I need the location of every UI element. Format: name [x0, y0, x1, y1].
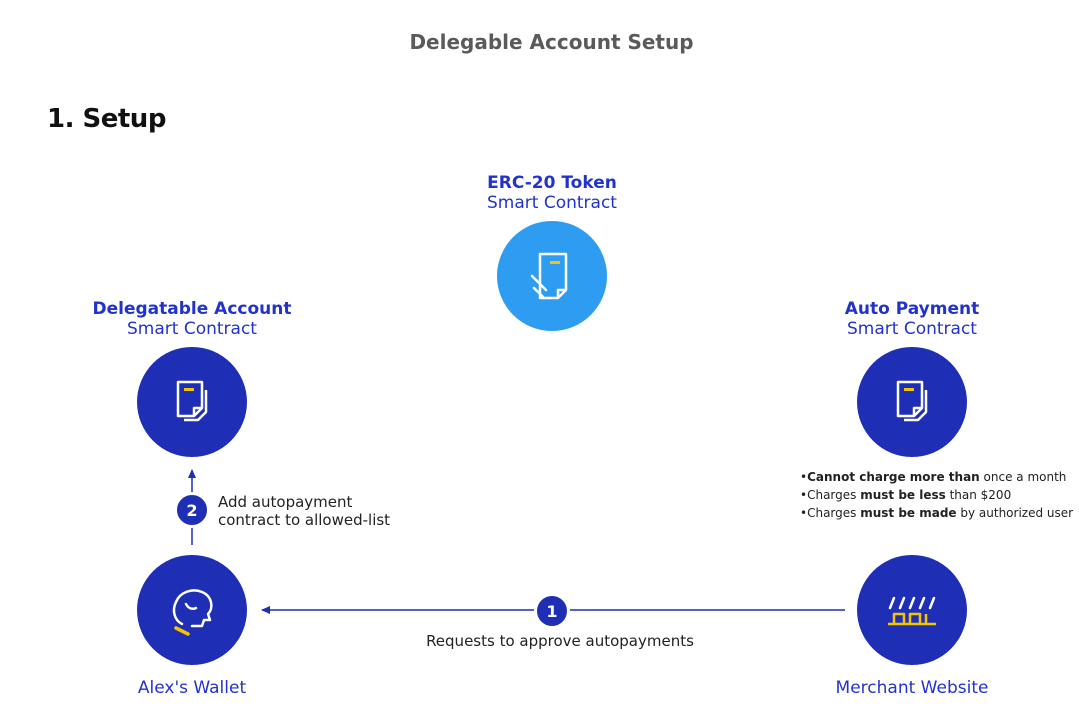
page-title: Delegable Account Setup	[409, 30, 694, 54]
step-1-badge: 1	[534, 593, 570, 629]
user-head-icon	[172, 589, 213, 636]
document-sign-icon	[530, 252, 568, 300]
erc20-node	[497, 221, 607, 331]
merchant-label: Merchant Website	[782, 678, 1042, 698]
wallet-label: Alex's Wallet	[62, 678, 322, 698]
section-heading: 1. Setup	[47, 104, 166, 134]
step-2-line2: contract to allowed-list	[218, 511, 391, 529]
storefront-icon	[888, 596, 936, 626]
merchant-label-text: Merchant Website	[835, 678, 989, 698]
delegatable-title: Delegatable Account	[92, 299, 292, 319]
erc20-subtitle: Smart Contract	[487, 193, 617, 213]
merchant-node	[857, 555, 967, 665]
step-2-text: Add autopayment contract to allowed-list	[218, 493, 390, 529]
autopay-title: Auto Payment	[844, 299, 980, 319]
step-2-badge: 2	[174, 492, 210, 528]
rule-item: •Cannot charge more than once a month	[800, 470, 1067, 484]
wallet-label-text: Alex's Wallet	[137, 678, 247, 698]
delegatable-node	[137, 347, 247, 457]
contract-icon	[896, 380, 928, 422]
rule-item: •Charges must be less than $200	[800, 488, 1012, 502]
wallet-node	[137, 555, 247, 665]
delegatable-label: Delegatable Account Smart Contract	[62, 299, 322, 339]
delegatable-subtitle: Smart Contract	[127, 319, 257, 339]
autopay-rules: •Cannot charge more than once a month •C…	[800, 468, 1073, 522]
rule-item: •Charges must be made by authorized user	[800, 506, 1074, 520]
step-2-line1: Add autopayment	[218, 493, 353, 511]
step-1-text: Requests to approve autopayments	[426, 632, 694, 650]
erc20-title: ERC-20 Token	[487, 173, 617, 193]
autopay-node	[857, 347, 967, 457]
contract-icon	[176, 380, 208, 422]
autopay-label: Auto Payment Smart Contract	[782, 299, 1042, 339]
erc20-label: ERC-20 Token Smart Contract	[422, 173, 682, 213]
autopay-subtitle: Smart Contract	[847, 319, 977, 339]
